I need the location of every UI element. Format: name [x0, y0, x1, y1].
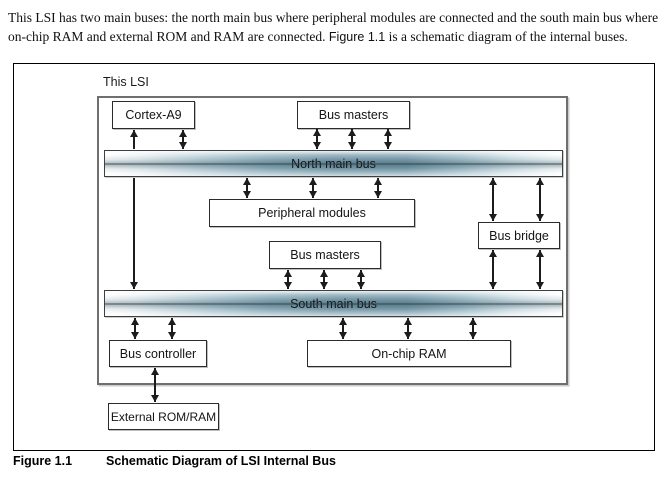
north-main-bus-label: North main bus: [291, 156, 376, 171]
onchip-ram-box: On-chip RAM: [307, 340, 511, 367]
bus-controller-box: Bus controller: [109, 340, 207, 367]
cortex-a9-box: Cortex-A9: [112, 101, 195, 129]
double-arrow: [472, 318, 474, 339]
north-main-bus-bar: North main bus: [104, 150, 563, 177]
double-arrow: [134, 318, 136, 339]
double-arrow: [492, 178, 494, 221]
double-arrow: [407, 318, 409, 339]
bus-masters-top-box: Bus masters: [297, 101, 410, 129]
double-arrow: [387, 129, 389, 149]
intro-line-2: on-chip RAM and external ROM and RAM are…: [8, 29, 628, 44]
peripheral-modules-box: Peripheral modules: [209, 199, 415, 227]
south-main-bus-bar: South main bus: [104, 290, 563, 317]
figure-caption-title: Schematic Diagram of LSI Internal Bus: [106, 454, 336, 468]
intro-paragraph: This LSI has two main buses: the north m…: [8, 8, 668, 47]
double-arrow: [171, 318, 173, 339]
double-arrow: [312, 178, 314, 198]
double-arrow: [377, 178, 379, 198]
double-arrow: [360, 270, 362, 289]
lsi-container-label: This LSI: [103, 75, 149, 89]
up-arrow: [133, 130, 135, 149]
double-arrow: [182, 130, 184, 149]
external-rom-ram-box: External ROM/RAM: [108, 403, 219, 430]
bus-masters-mid-box: Bus masters: [269, 241, 381, 269]
double-arrow: [492, 250, 494, 289]
down-arrow: [133, 178, 135, 289]
double-arrow: [539, 250, 541, 289]
double-arrow: [287, 270, 289, 289]
double-arrow: [323, 270, 325, 289]
bus-bridge-box: Bus bridge: [478, 222, 560, 249]
double-arrow: [316, 129, 318, 149]
intro-line-1: This LSI has two main buses: the north m…: [8, 10, 659, 25]
double-arrow: [342, 318, 344, 339]
double-arrow: [539, 178, 541, 221]
south-main-bus-label: South main bus: [290, 296, 377, 311]
double-arrow: [154, 368, 156, 402]
figure-caption: Figure 1.1 Schematic Diagram of LSI Inte…: [13, 454, 336, 468]
figure-reference-link[interactable]: Figure 1.1: [328, 30, 386, 44]
double-arrow: [246, 178, 248, 198]
double-arrow: [351, 129, 353, 149]
figure-caption-number: Figure 1.1: [13, 454, 73, 468]
